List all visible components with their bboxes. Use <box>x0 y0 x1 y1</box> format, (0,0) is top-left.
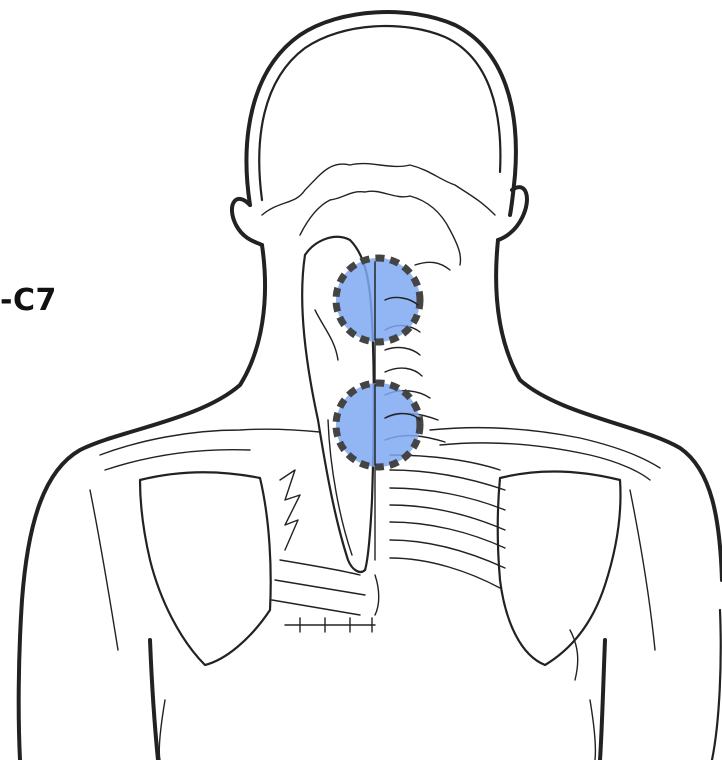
upper-cervical-pain-area <box>336 258 420 342</box>
lower-cervical-pain-area <box>336 383 420 467</box>
rib-cage <box>272 455 505 615</box>
head-outline <box>232 12 527 245</box>
right-scapula <box>498 471 655 680</box>
skull-base <box>262 164 495 265</box>
arms <box>150 640 605 760</box>
left-scapula <box>90 472 271 665</box>
